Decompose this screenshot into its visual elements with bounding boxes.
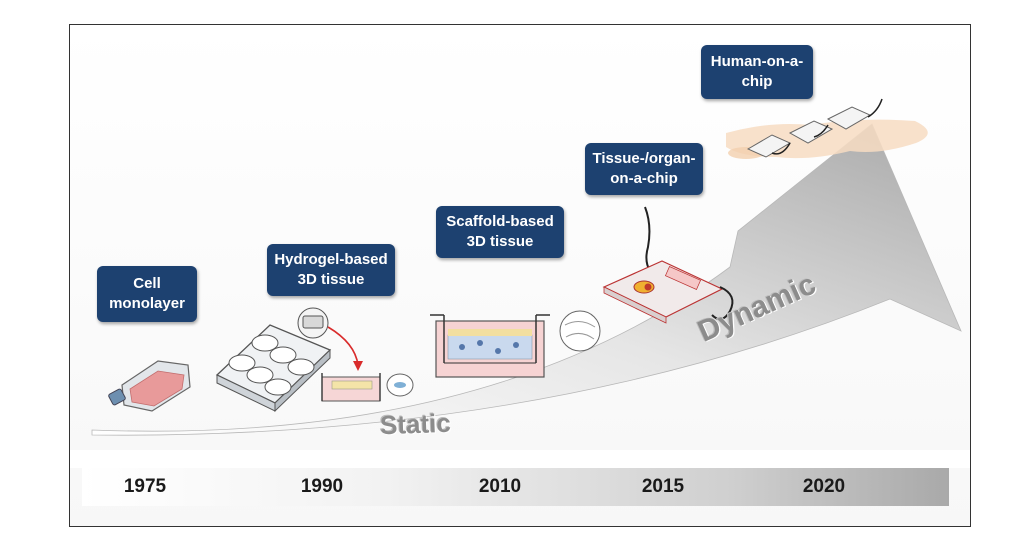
insert-zoom-icon: [297, 307, 363, 371]
progress-arrow: [91, 123, 962, 436]
stage-label-line: chip: [741, 73, 773, 90]
stage-label-line: 3D tissue: [466, 233, 534, 250]
stage-label-line: Human-on-a-: [710, 53, 804, 70]
stage-label-cell-monolayer: Cell monolayer: [97, 266, 197, 322]
timeline-year-1990: 1990: [300, 476, 344, 497]
diagram-artwork: [70, 25, 970, 526]
stage-label-line: on-a-chip: [610, 170, 678, 187]
organ-chip-icon: [602, 206, 734, 324]
stage-label-hydrogel-3d-tissue: Hydrogel-based 3D tissue: [267, 244, 395, 296]
stage-label-tissue-organ-chip: Tissue-/organ- on-a-chip: [585, 143, 703, 195]
timeline-year-2020: 2020: [802, 476, 846, 497]
diagram-frame: Cell monolayer Hydrogel-based 3D tissue …: [69, 24, 971, 527]
stage-label-human-on-chip: Human-on-a- chip: [701, 45, 813, 99]
timeline-bar: [82, 468, 949, 506]
stage-label-line: Cell: [133, 275, 161, 292]
stage-label-scaffold-3d-tissue: Scaffold-based 3D tissue: [436, 206, 564, 258]
static-arrow-label: Static: [379, 407, 452, 441]
timeline-year-2010: 2010: [478, 476, 522, 497]
culture-flask-icon: [108, 360, 191, 412]
stage-label-line: monolayer: [109, 295, 185, 312]
transwell-icon: [321, 373, 414, 402]
well-plate-icon: [215, 324, 332, 413]
timeline-year-1975: 1975: [123, 476, 167, 497]
stage-label-line: 3D tissue: [297, 271, 365, 288]
stage-label-line: Scaffold-based: [446, 213, 554, 230]
scaffold-well-icon: [430, 310, 601, 378]
stage-label-line: Tissue-/organ-: [592, 150, 696, 167]
timeline-year-2015: 2015: [641, 476, 685, 497]
stage-label-line: Hydrogel-based: [274, 251, 388, 268]
human-on-chip-icon: [726, 98, 928, 159]
